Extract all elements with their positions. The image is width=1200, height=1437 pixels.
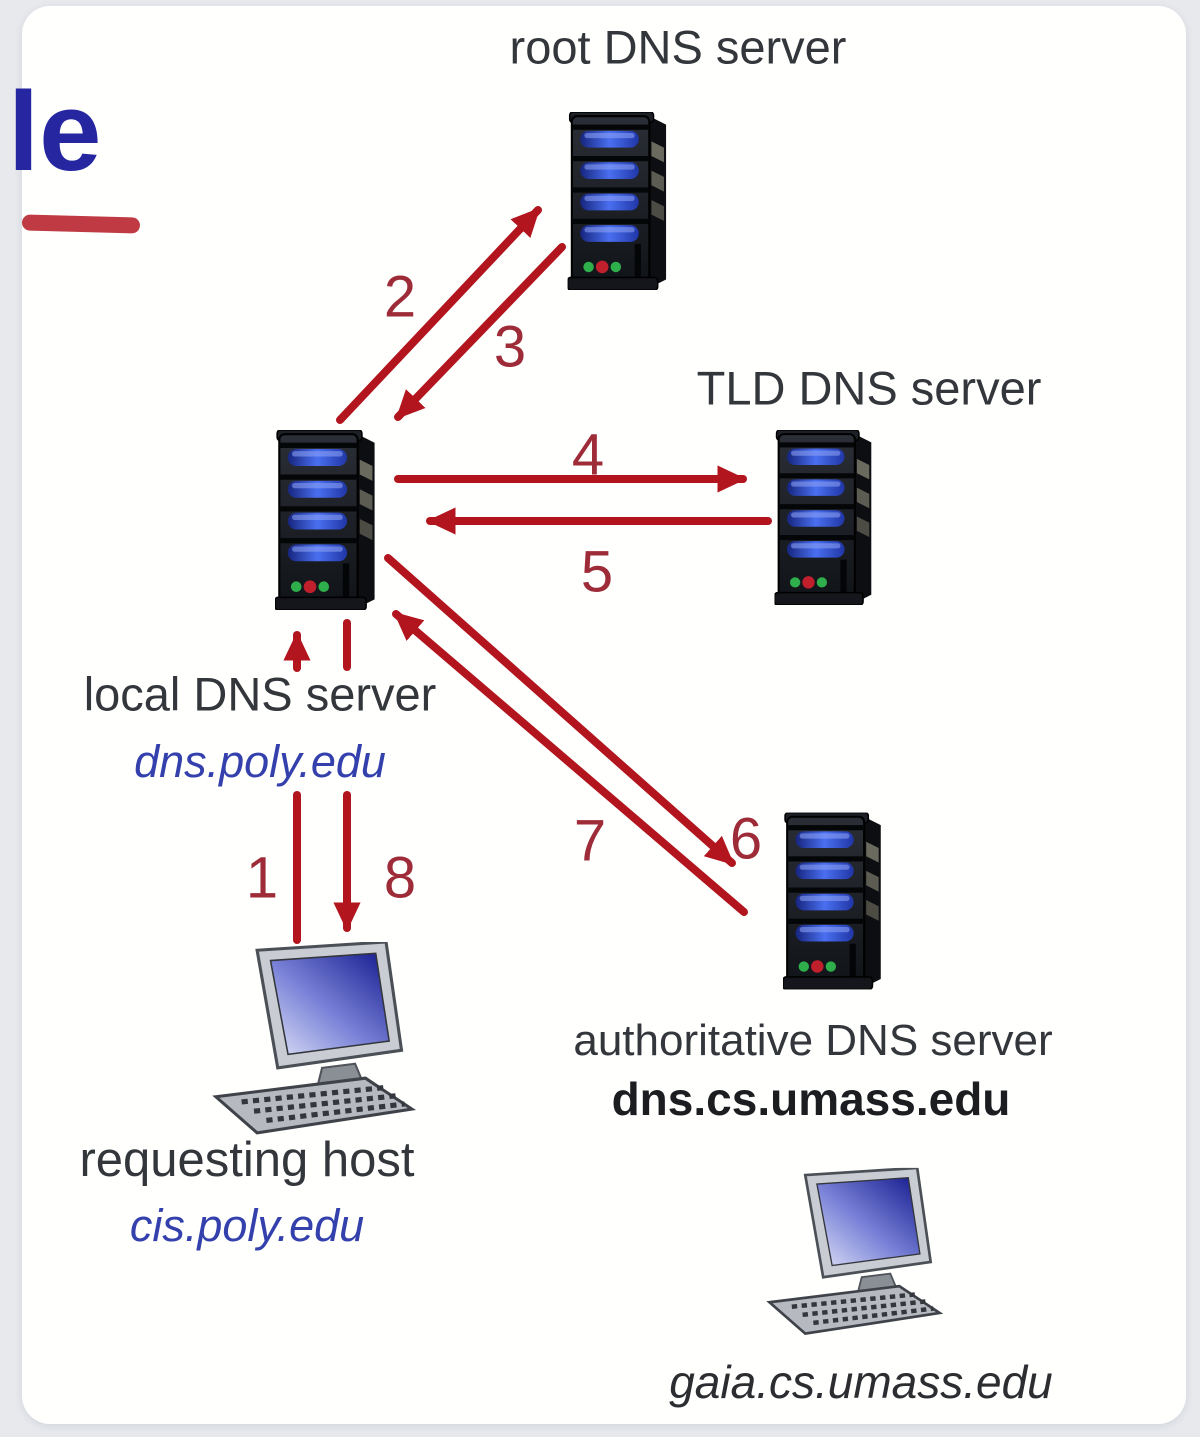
server-icon-tld	[770, 430, 882, 605]
local-dns-server-label: local DNS server	[83, 667, 437, 721]
desktop-computer-icon-requesting-host	[198, 942, 440, 1138]
step-number-4: 4	[571, 422, 605, 488]
step-number-6: 6	[729, 806, 763, 872]
tld-dns-server-label: TLD DNS server	[696, 361, 1042, 415]
partial-slide-title: le	[8, 69, 102, 194]
step-number-1: 1	[245, 845, 279, 911]
local-dns-server-hostname: dns.poly.edu	[134, 736, 386, 787]
server-icon-root	[566, 112, 674, 290]
red-marker-underline	[21, 214, 141, 234]
step-number-5: 5	[580, 539, 614, 605]
desktop-computer-icon-gaia	[756, 1152, 962, 1354]
authoritative-dns-server-hostname: dns.cs.umass.edu	[611, 1073, 1011, 1125]
requesting-host-label: requesting host	[79, 1133, 415, 1187]
server-icon-local	[272, 430, 384, 610]
gaia-host-hostname: gaia.cs.umass.edu	[669, 1356, 1053, 1408]
server-icon-authoritative	[783, 812, 887, 990]
step-number-7: 7	[573, 808, 607, 874]
requesting-host-hostname: cis.poly.edu	[129, 1200, 365, 1251]
authoritative-dns-server-label: authoritative DNS server	[573, 1016, 1053, 1065]
root-dns-server-label: root DNS server	[509, 20, 847, 74]
step-number-8: 8	[383, 845, 417, 911]
step-number-2: 2	[383, 264, 417, 330]
step-number-3: 3	[493, 314, 527, 380]
